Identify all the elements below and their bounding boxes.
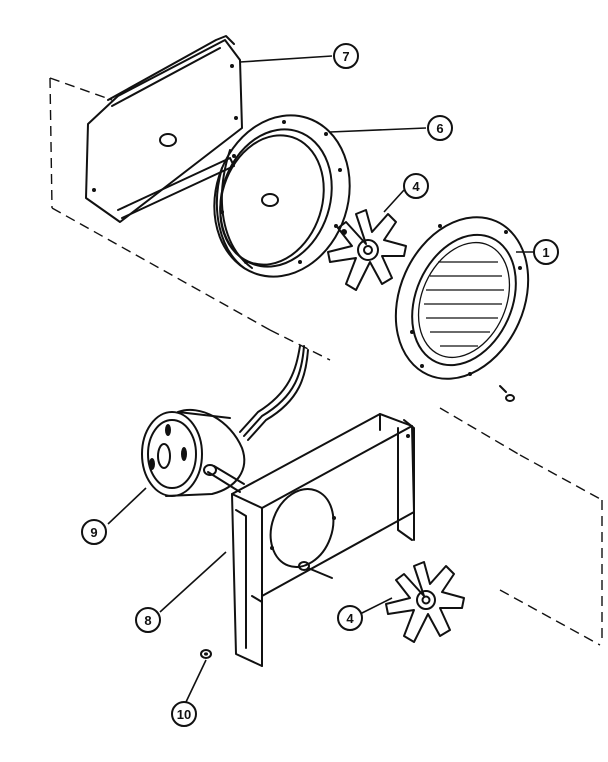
callout-label: 10: [177, 707, 191, 722]
callout-8: 8: [135, 607, 161, 633]
callout-label: 6: [436, 121, 443, 136]
part-4-lower-fan-blade: [385, 561, 465, 643]
callout-label: 8: [144, 613, 151, 628]
part-9-motor: [141, 345, 309, 497]
part-1-grille-cover: [394, 216, 530, 380]
callout-10: 10: [171, 701, 197, 727]
leader-lines: [107, 55, 534, 703]
callout-label: 4: [346, 611, 354, 626]
callout-4-upper: 4: [403, 173, 429, 199]
part-10-nut: [200, 649, 212, 659]
part-4-upper-fan-blade: [327, 209, 407, 291]
part-6-ring-housing: [213, 114, 351, 278]
callout-7: 7: [333, 43, 359, 69]
callout-1: 1: [533, 239, 559, 265]
callout-4-lower: 4: [337, 605, 363, 631]
part-8-mounting-bracket: [231, 413, 415, 667]
part-7-back-panel: [85, 35, 243, 223]
callout-label: 7: [342, 49, 349, 64]
callout-label: 4: [412, 179, 420, 194]
callout-label: 9: [90, 525, 97, 540]
callout-6: 6: [427, 115, 453, 141]
callout-label: 1: [542, 245, 549, 260]
bracket-screw: [298, 561, 333, 579]
callout-9: 9: [81, 519, 107, 545]
small-screw-upper: [499, 385, 515, 402]
